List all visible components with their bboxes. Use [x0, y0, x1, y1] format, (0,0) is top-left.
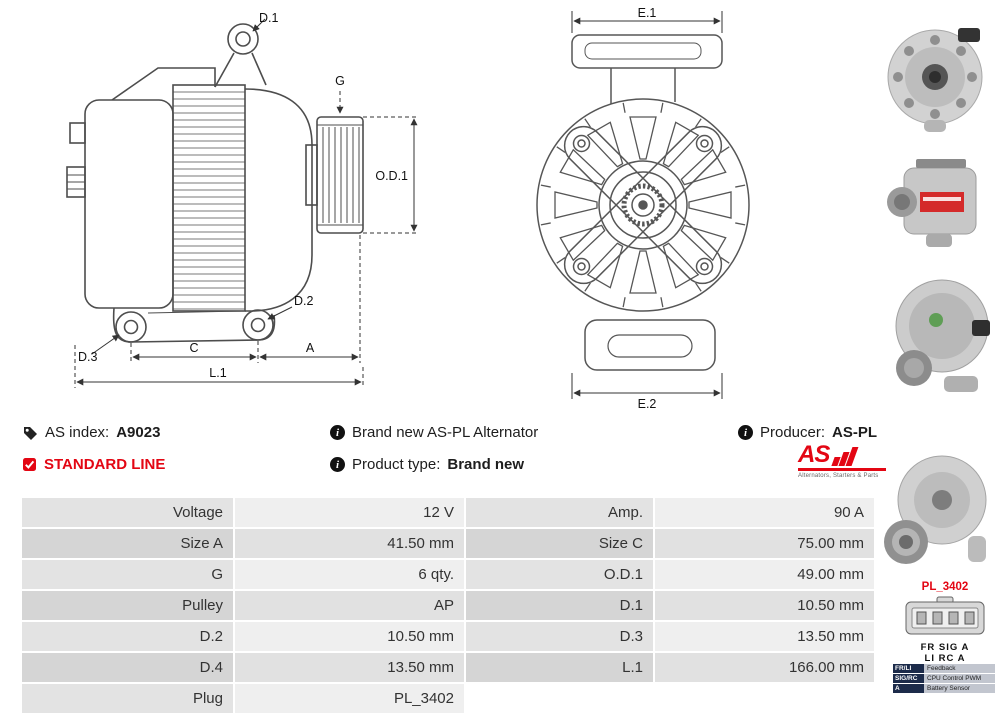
spec-row: D.4 13.50 mm L.1 166.00 mm — [22, 653, 874, 682]
plug-pins-row-2: LI RC A — [924, 653, 966, 664]
dim-label-e2: E.2 — [638, 397, 657, 410]
plug-legend: FR/LI Feedback SIG/RC CPU Control PWM A … — [893, 664, 995, 694]
producer: i Producer: AS-PL — [738, 424, 877, 441]
legend-row: A Battery Sensor — [893, 684, 995, 693]
spec-value: 75.00 mm — [655, 529, 874, 558]
product-photo-1[interactable] — [878, 22, 996, 136]
plug-connector-drawing — [905, 596, 985, 635]
legend-key: SIG/RC — [893, 674, 924, 683]
spec-row: D.2 10.50 mm D.3 13.50 mm — [22, 622, 874, 651]
plug-name: PL_3402 — [921, 581, 969, 593]
as-index-value: A9023 — [116, 424, 161, 441]
spec-value: PL_3402 — [235, 684, 464, 713]
dim-label-d2: D.2 — [294, 294, 314, 308]
spec-label: Voltage — [22, 498, 233, 527]
aspl-logo: AS Alternators, Starters & Parts — [798, 441, 886, 479]
dim-label-d3: D.3 — [78, 350, 98, 364]
spec-label: Amp. — [466, 498, 653, 527]
alternator-front-body — [536, 34, 750, 371]
spec-label: D.3 — [466, 622, 653, 651]
spec-value: 166.00 mm — [655, 653, 874, 682]
aspl-logo-underline — [798, 468, 886, 471]
legend-value: CPU Control PWM — [924, 674, 995, 683]
spec-value — [655, 684, 874, 713]
spec-label: Size A — [22, 529, 233, 558]
dim-label-e1: E.1 — [638, 6, 657, 20]
plug-pins-row-1: FR SIG A — [920, 642, 970, 653]
producer-value: AS-PL — [832, 424, 878, 441]
dim-label-c: C — [189, 341, 198, 355]
e1-dimension — [571, 11, 723, 33]
as-index-label: AS index: — [45, 424, 110, 441]
spec-value: 12 V — [235, 498, 464, 527]
spec-value: 13.50 mm — [235, 653, 464, 682]
dim-label-od1: O.D.1 — [375, 169, 408, 183]
standard-line-label: STANDARD LINE — [44, 456, 166, 473]
legend-value: Feedback — [924, 664, 995, 673]
spec-value: 90 A — [655, 498, 874, 527]
as-index: AS index: A9023 — [22, 424, 160, 441]
spec-value: 13.50 mm — [655, 622, 874, 651]
product-type: i Product type: Brand new — [330, 456, 524, 473]
checkbox-icon — [23, 458, 36, 471]
spec-label: D.2 — [22, 622, 233, 651]
legend-value: Battery Sensor — [924, 684, 995, 693]
spec-label: Pulley — [22, 591, 233, 620]
product-photo-2[interactable] — [886, 150, 992, 256]
spec-value: 6 qty. — [235, 560, 464, 589]
spec-label: Plug — [22, 684, 233, 713]
legend-row: FR/LI Feedback — [893, 664, 995, 673]
info-icon: i — [738, 425, 753, 440]
spec-label: D.4 — [22, 653, 233, 682]
product-photo-3[interactable] — [884, 268, 998, 402]
aspl-logo-tagline: Alternators, Starters & Parts — [798, 473, 879, 479]
side-view-drawing: D.1 G O.D.1 D.2 D.3 C A L.1 — [66, 11, 418, 388]
spec-label: O.D.1 — [466, 560, 653, 589]
spec-value: 41.50 mm — [235, 529, 464, 558]
standard-line: STANDARD LINE — [22, 456, 165, 473]
spec-row: Plug PL_3402 — [22, 684, 874, 713]
spec-row: Voltage 12 V Amp. 90 A — [22, 498, 874, 527]
spec-label: Size C — [466, 529, 653, 558]
spec-value: AP — [235, 591, 464, 620]
dim-label-a: A — [306, 341, 315, 355]
spec-row: Pulley AP D.1 10.50 mm — [22, 591, 874, 620]
spec-row: G 6 qty. O.D.1 49.00 mm — [22, 560, 874, 589]
spec-label: G — [22, 560, 233, 589]
aspl-logo-text: AS — [798, 441, 830, 468]
spec-label: L.1 — [466, 653, 653, 682]
front-view-drawing: E.1 — [536, 6, 750, 410]
product-photo-4[interactable] — [880, 448, 996, 580]
spec-value: 10.50 mm — [235, 622, 464, 651]
spec-label — [466, 684, 653, 713]
brand-new-info: i Brand new AS-PL Alternator — [330, 424, 538, 441]
alternator-side-body — [66, 23, 364, 343]
spec-table: Voltage 12 V Amp. 90 A Size A 41.50 mm S… — [20, 496, 876, 715]
info-icon: i — [330, 425, 345, 440]
legend-row: SIG/RC CPU Control PWM — [893, 674, 995, 683]
product-type-label: Product type: — [352, 456, 441, 473]
spec-label: D.1 — [466, 591, 653, 620]
side-view-dimensions — [74, 18, 418, 388]
product-type-value: Brand new — [447, 456, 525, 473]
spec-row: Size A 41.50 mm Size C 75.00 mm — [22, 529, 874, 558]
dim-label-d1: D.1 — [259, 11, 279, 25]
aspl-logo-stripes-icon — [831, 447, 859, 466]
legend-key: A — [893, 684, 924, 693]
producer-label: Producer: — [760, 424, 826, 441]
spec-value: 49.00 mm — [655, 560, 874, 589]
dim-label-g: G — [335, 74, 345, 88]
dim-label-l1: L.1 — [209, 366, 226, 380]
tag-icon — [24, 426, 37, 440]
brand-new-text: Brand new AS-PL Alternator — [352, 424, 539, 441]
legend-key: FR/LI — [893, 664, 924, 673]
spec-value: 10.50 mm — [655, 591, 874, 620]
e2-dimension — [571, 373, 723, 399]
info-icon: i — [330, 457, 345, 472]
